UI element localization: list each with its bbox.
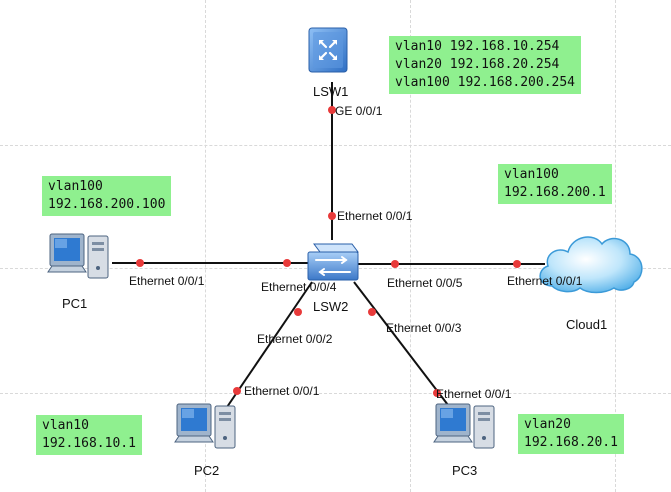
port-label-lsw2-uplink: Ethernet 0/0/1 [337,209,413,223]
note-line: 192.168.10.1 [42,436,136,451]
note-line: vlan20 [524,417,571,432]
port-dot [294,308,302,316]
note-line: 192.168.200.1 [504,185,606,200]
port-dot [368,308,376,316]
note-line: vlan100 192.168.200.254 [395,75,576,90]
link-lsw2-pc3 [353,281,449,406]
port-label-lsw2-e5: Ethernet 0/0/5 [387,276,463,290]
lsw1-label: LSW1 [313,84,349,99]
port-dot [433,389,441,397]
lsw2-switch-icon[interactable] [306,238,360,291]
note-line: vlan10 [42,418,89,433]
port-label-cloud: Ethernet 0/0/1 [507,274,583,288]
port-label-pc3: Ethernet 0/0/1 [436,387,512,401]
note-line: vlan10 192.168.10.254 [395,39,560,54]
port-label-lsw2-e4: Ethernet 0/0/4 [261,280,337,294]
port-dot [233,387,241,395]
note-pc3: vlan20 192.168.20.1 [518,414,624,454]
note-pc1: vlan100 192.168.200.100 [42,176,172,216]
note-cloud1: vlan100 192.168.200.1 [498,164,612,204]
port-label-lsw2-e3: Ethernet 0/0/3 [386,321,462,335]
port-dot [136,259,144,267]
cloud-icon[interactable] [534,226,646,301]
note-line: vlan100 [504,167,559,182]
port-dot [328,212,336,220]
port-dot [328,106,336,114]
grid-line [410,0,411,492]
pc2-label: PC2 [194,463,220,478]
pc3-computer-icon[interactable] [432,398,498,461]
grid-line [0,393,671,394]
note-line: 192.168.20.1 [524,435,618,450]
lsw1-switch-icon[interactable] [307,26,351,81]
port-label-pc1: Ethernet 0/0/1 [129,274,205,288]
port-dot [513,260,521,268]
port-label-lsw1-ge: GE 0/0/1 [335,104,383,118]
pc3-label: PC3 [452,463,478,478]
note-line: vlan100 [48,179,103,194]
cloud1-label: Cloud1 [566,317,608,332]
port-label-pc2: Ethernet 0/0/1 [244,384,320,398]
note-line: vlan20 192.168.20.254 [395,57,560,72]
grid-line [205,0,206,492]
grid-line [0,145,671,146]
pc1-computer-icon[interactable] [46,228,112,291]
note-pc2: vlan10 192.168.10.1 [36,415,142,455]
pc1-label: PC1 [62,296,88,311]
port-label-lsw2-e2: Ethernet 0/0/2 [257,332,333,346]
port-dot [283,259,291,267]
note-line: 192.168.200.100 [48,197,166,212]
note-lsw1-vlanif: vlan10 192.168.10.254 vlan20 192.168.20.… [389,36,582,94]
port-dot [391,260,399,268]
pc2-computer-icon[interactable] [173,398,239,461]
lsw2-label: LSW2 [313,299,349,314]
